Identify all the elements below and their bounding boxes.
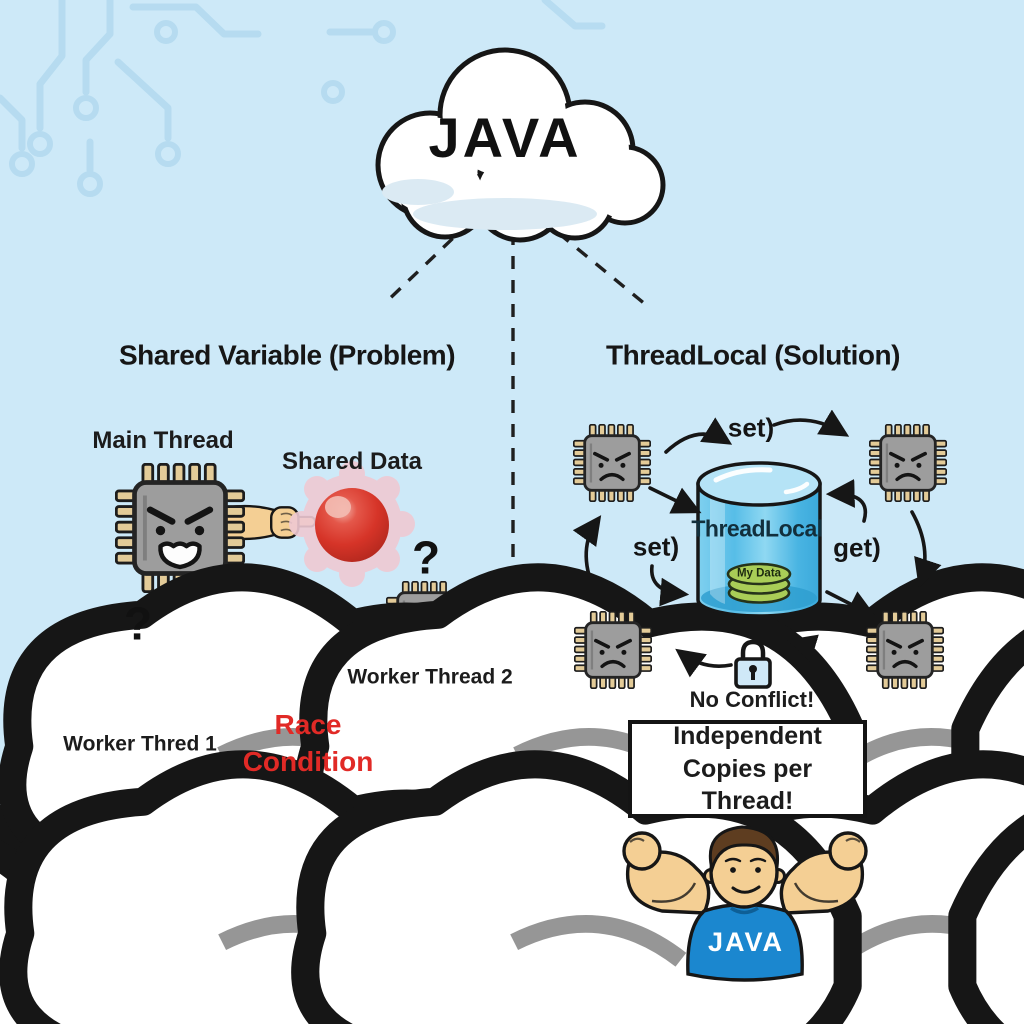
right-section-title: ThreadLocal (Solution) [606, 339, 900, 371]
independent-copies-callout: Independent Copies per Thread! [628, 720, 867, 818]
hair [708, 825, 780, 875]
tshirt [686, 902, 804, 982]
get-right-label: get) [833, 532, 881, 563]
worker-thread-1-label: Worker Thred 1 [63, 732, 217, 756]
race-condition-label: Race Condition [242, 709, 374, 777]
threadlocal-label: ThreadLocal [691, 515, 823, 542]
cloud-java-label: JAVA [428, 106, 582, 170]
independent-copies-text: Independent Copies per Thread! [673, 722, 822, 816]
no-conflict-label: No Conflict! [689, 686, 815, 712]
lock-icon [734, 639, 772, 689]
worker-thread-2-label: Worker Thread 2 [347, 665, 513, 689]
question-mark-worker2: ? [411, 531, 441, 584]
flow-arrows [572, 409, 942, 678]
main-thread-label: Main Thread [92, 426, 234, 454]
question-mark-worker1: ? [123, 597, 153, 650]
tshirt-java-label: JAVA [707, 927, 785, 958]
threadlocal-container [696, 461, 822, 618]
java-cloud [375, 47, 666, 243]
flexed-arm-right-icon [779, 831, 868, 915]
shared-data-orb [289, 461, 415, 587]
shared-data-label: Shared Data [281, 447, 423, 475]
set-top-label: set) [727, 412, 775, 443]
left-section-title: Shared Variable (Problem) [118, 339, 456, 371]
circuit-pattern-top-left [0, 0, 606, 197]
flexed-arm-left-icon [622, 831, 711, 915]
my-data-discs-icon [726, 562, 792, 604]
my-data-label: My Data [736, 567, 782, 580]
strong-java-man [622, 825, 868, 982]
set-left-label: set) [632, 531, 680, 562]
